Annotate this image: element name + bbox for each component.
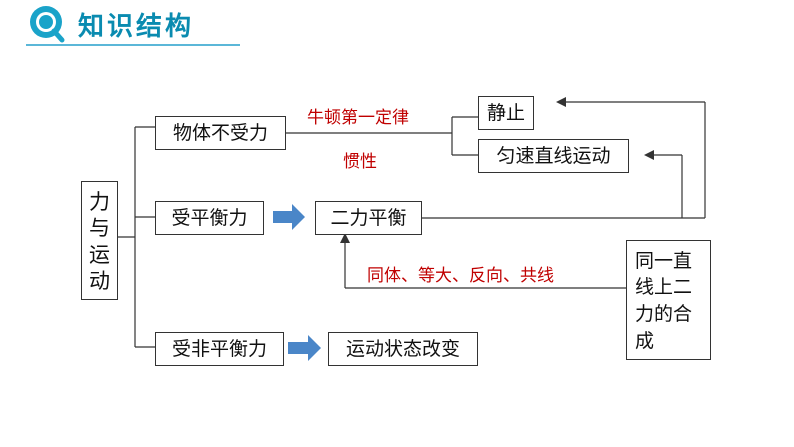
box-unbalanced-force: 受非平衡力 (155, 332, 284, 366)
arrowhead-to-uniform (644, 150, 654, 160)
label-balance-conditions: 同体、等大、反向、共线 (367, 266, 554, 286)
collinear-connector-line (344, 243, 626, 289)
title-underline (26, 44, 240, 46)
box-no-force: 物体不受力 (155, 116, 286, 150)
box-uniform-linear-motion: 匀速直线运动 (478, 139, 629, 173)
label-newton-first-law: 牛顿第一定律 (307, 108, 409, 128)
block-arrow-balanced (273, 204, 305, 230)
collinear-line: 线上二 (635, 276, 693, 299)
no-force-bracket (286, 116, 478, 156)
block-arrow-unbalanced (288, 335, 321, 361)
arrowhead-to-balance (340, 233, 350, 243)
root-box-force-and-motion: 力 与 运 动 (81, 181, 118, 300)
root-char: 动 (89, 268, 110, 293)
label-inertia: 惯性 (343, 152, 377, 172)
root-char: 与 (89, 216, 110, 241)
box-two-force-balance: 二力平衡 (315, 201, 422, 235)
collinear-line: 力的合 (635, 303, 693, 325)
collinear-line: 成 (635, 329, 655, 352)
collinear-line: 同一直 (635, 249, 693, 272)
box-rest: 静止 (478, 96, 534, 130)
feedback-loop-line (422, 101, 706, 219)
box-motion-state-change: 运动状态改变 (328, 332, 478, 366)
root-char: 运 (89, 242, 110, 267)
magnifier-icon (30, 6, 65, 43)
arrowhead-to-rest (556, 97, 566, 107)
box-collinear-resultant: 同一直 线上二 力的合 成 (626, 240, 711, 360)
root-char: 力 (89, 190, 110, 214)
root-bracket (118, 126, 155, 348)
box-balanced-force: 受平衡力 (155, 201, 264, 235)
page-title: 知识结构 (78, 12, 195, 42)
